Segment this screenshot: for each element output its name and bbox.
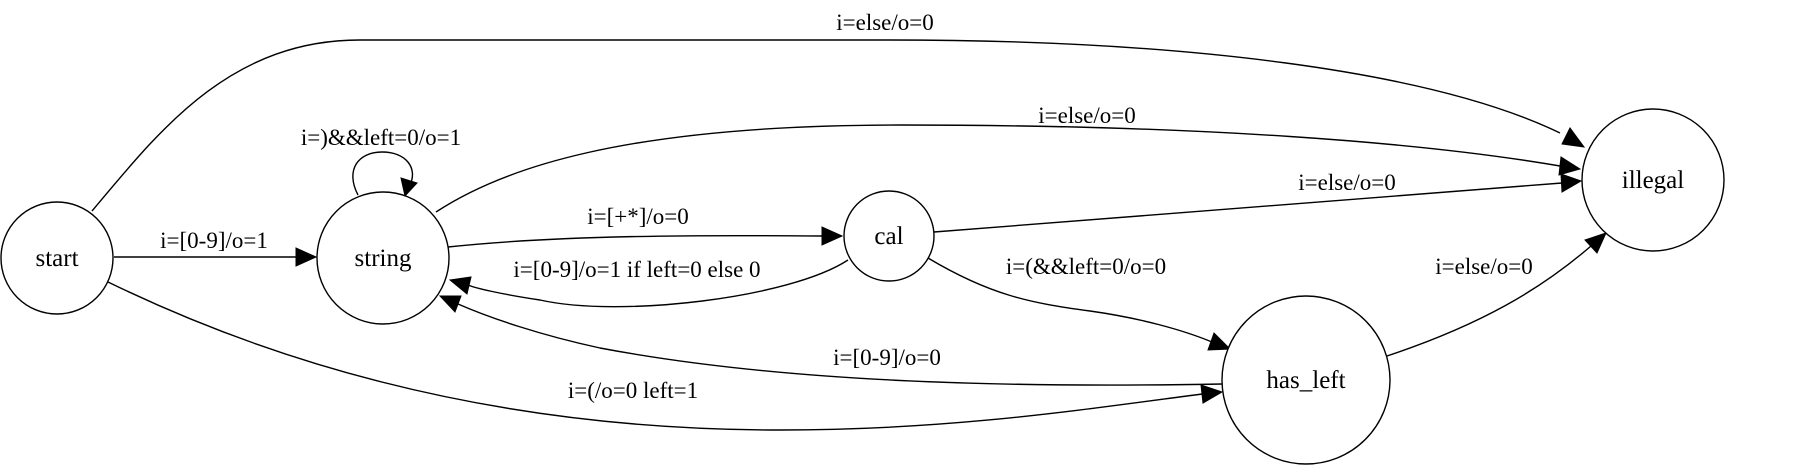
edge-string-to-cal-arrowhead bbox=[821, 226, 844, 246]
edge-has-left-to-illegal-line bbox=[1386, 245, 1592, 357]
edge-string-to-cal: i=[+*]/o=0 bbox=[447, 204, 844, 248]
edge-cal-to-string: i=[0-9]/o=1 if left=0 else 0 bbox=[448, 257, 849, 308]
node-string-circle bbox=[316, 191, 450, 325]
edge-string-to-illegal-arrowhead bbox=[1558, 156, 1582, 176]
edge-start-to-has-left-arrowhead bbox=[1200, 384, 1224, 404]
edge-start-to-illegal: i=else/o=0 bbox=[91, 10, 1586, 212]
node-string-label: string bbox=[355, 245, 412, 272]
edge-string-self-loop-label: i=)&&left=0/o=1 bbox=[301, 125, 461, 150]
edge-start-to-string: i=[0-9]/o=1 bbox=[114, 228, 318, 267]
edge-start-to-illegal-line bbox=[91, 39, 1561, 212]
edge-string-self-loop: i=)&&left=0/o=1 bbox=[301, 125, 461, 198]
edge-has-left-to-string-line bbox=[457, 303, 1223, 386]
node-illegal: illegal bbox=[1581, 108, 1725, 252]
node-has-left-circle bbox=[1221, 295, 1391, 465]
edge-cal-to-string-label: i=[0-9]/o=1 if left=0 else 0 bbox=[513, 257, 760, 282]
node-illegal-circle bbox=[1581, 108, 1725, 252]
edge-cal-to-string-line bbox=[467, 259, 849, 308]
edge-string-self-loop-arrowhead bbox=[400, 177, 418, 198]
edge-start-to-has-left-label: i=(/o=0 left=1 bbox=[568, 378, 698, 403]
edge-start-to-string-arrowhead bbox=[295, 247, 318, 267]
edge-start-to-string-label: i=[0-9]/o=1 bbox=[160, 228, 268, 253]
node-string: string bbox=[316, 191, 450, 325]
edge-string-to-illegal: i=else/o=0 bbox=[435, 103, 1582, 213]
edge-has-left-to-string-label: i=[0-9]/o=0 bbox=[833, 345, 941, 370]
node-cal-label: cal bbox=[874, 223, 903, 250]
edge-cal-to-illegal-line bbox=[933, 182, 1563, 233]
node-has-left: has_left bbox=[1221, 295, 1391, 465]
edge-has-left-to-string-arrowhead bbox=[438, 295, 462, 313]
edge-string-to-illegal-label: i=else/o=0 bbox=[1038, 103, 1135, 128]
edge-cal-to-string-arrowhead bbox=[448, 276, 472, 295]
node-cal: cal bbox=[843, 190, 935, 282]
edge-cal-to-illegal: i=else/o=0 bbox=[933, 170, 1583, 233]
node-has-left-label: has_left bbox=[1266, 367, 1345, 394]
node-start-circle bbox=[0, 201, 114, 315]
edge-has-left-to-illegal: i=else/o=0 bbox=[1386, 232, 1607, 357]
node-start-label: start bbox=[35, 245, 78, 272]
edge-start-to-has-left: i=(/o=0 left=1 bbox=[107, 281, 1224, 431]
edge-has-left-to-illegal-label: i=else/o=0 bbox=[1435, 254, 1532, 279]
edge-has-left-to-illegal-arrowhead bbox=[1584, 232, 1607, 254]
edge-start-to-illegal-label: i=else/o=0 bbox=[836, 10, 933, 35]
edge-string-self-loop-line bbox=[352, 151, 414, 196]
edge-cal-to-has-left-arrowhead bbox=[1207, 332, 1232, 351]
edge-cal-to-illegal-label: i=else/o=0 bbox=[1298, 170, 1395, 195]
edge-string-to-illegal-line bbox=[435, 124, 1561, 213]
edge-cal-to-has-left-line bbox=[927, 257, 1213, 343]
edge-cal-to-has-left-label: i=(&&left=0/o=0 bbox=[1006, 254, 1166, 279]
edge-start-to-has-left-line bbox=[107, 281, 1203, 431]
edge-string-to-cal-label: i=[+*]/o=0 bbox=[587, 204, 689, 229]
edge-string-to-cal-line bbox=[447, 234, 823, 248]
node-illegal-label: illegal bbox=[1622, 167, 1685, 194]
edge-has-left-to-string: i=[0-9]/o=0 bbox=[438, 295, 1223, 386]
edge-cal-to-illegal-arrowhead bbox=[1560, 173, 1583, 193]
edge-start-to-illegal-arrowhead bbox=[1561, 127, 1586, 148]
node-start: start bbox=[0, 201, 114, 315]
edge-cal-to-has-left: i=(&&left=0/o=0 bbox=[927, 254, 1232, 351]
node-cal-circle bbox=[843, 190, 935, 282]
